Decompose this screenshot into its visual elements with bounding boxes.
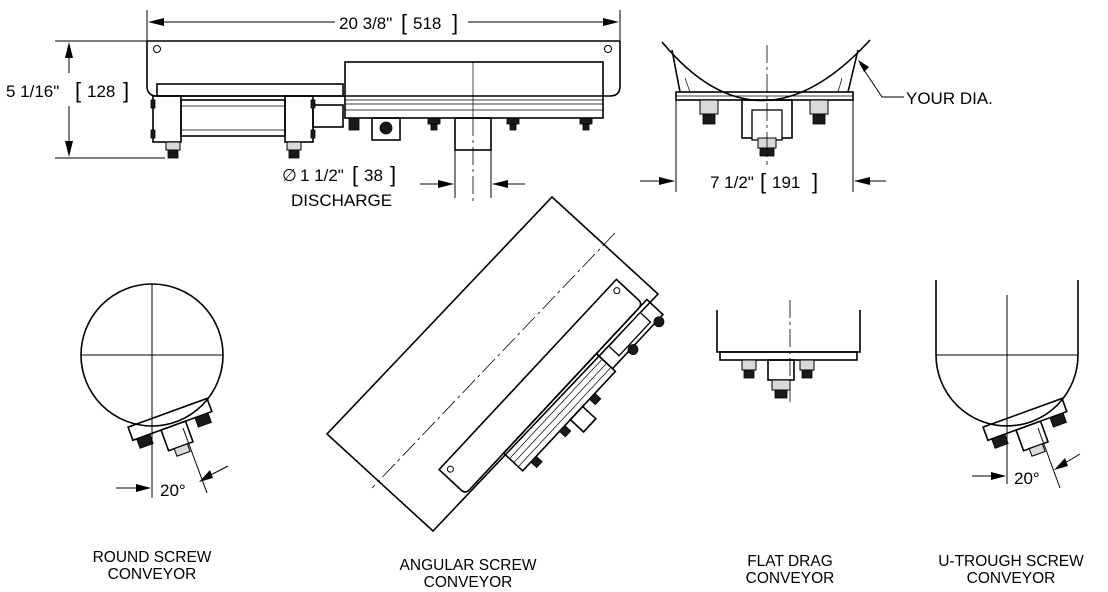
angular-screw-conveyor-view — [325, 195, 665, 533]
bracket-close: ] — [390, 162, 396, 187]
bracket-close: ] — [452, 10, 458, 35]
end-view: 7 1/2" [ 191 ] YOUR DIA. — [640, 39, 993, 194]
caption-round-line1: ROUND SCREW — [93, 549, 212, 566]
round-screw-conveyor-view: 20° — [80, 283, 229, 500]
bracket-open: [ — [401, 10, 407, 35]
bracket-open: [ — [760, 169, 766, 194]
caption-flat-line1: FLAT DRAG — [747, 553, 833, 570]
bracket-close: ] — [123, 78, 129, 103]
side-view: 20 3/8" [ 518 ] 5 1/16" [ 128 ] — [6, 10, 621, 210]
discharge-dia-mm: 38 — [364, 166, 383, 185]
caption-angular-line1: ANGULAR SCREW — [400, 557, 537, 574]
captions: ROUND SCREW CONVEYOR ANGULAR SCREW CONVE… — [93, 549, 1085, 591]
your-dia-label: YOUR DIA. — [906, 89, 993, 108]
u-trough-screw-conveyor-view: 20° — [935, 280, 1081, 489]
caption-utrough-line1: U-TROUGH SCREW — [938, 553, 1084, 570]
height-mm: 128 — [87, 82, 115, 101]
angle-round: 20° — [160, 481, 186, 500]
caption-utrough-line2: CONVEYOR — [967, 570, 1056, 587]
overall-length-mm: 518 — [413, 14, 441, 33]
caption-flat-line2: CONVEYOR — [746, 570, 835, 587]
bracket-close: ] — [812, 169, 818, 194]
caption-angular-line2: CONVEYOR — [424, 574, 513, 591]
overall-length-in: 20 3/8" — [339, 14, 392, 33]
discharge-dia-in: 1 1/2" — [300, 166, 344, 185]
bracket-open: [ — [352, 162, 358, 187]
caption-round-line2: CONVEYOR — [108, 566, 197, 583]
flat-drag-conveyor-view — [716, 300, 861, 402]
diameter-symbol: ∅ — [282, 166, 297, 185]
angle-utrough: 20° — [1014, 469, 1040, 488]
discharge-label: DISCHARGE — [291, 191, 392, 210]
width-in: 7 1/2" — [710, 173, 754, 192]
width-mm: 191 — [772, 173, 800, 192]
bracket-open: [ — [75, 78, 81, 103]
height-in: 5 1/16" — [6, 82, 59, 101]
